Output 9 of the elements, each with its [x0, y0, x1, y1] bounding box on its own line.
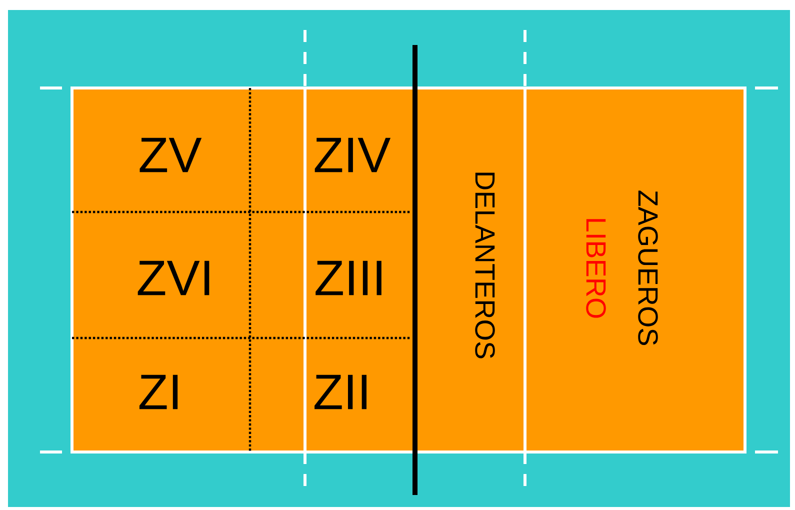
zone-label: ZII [314, 374, 366, 410]
area-label: ZAGUEROS [638, 190, 658, 345]
zone-label: ZI [139, 374, 178, 410]
zone-label: ZIII [316, 260, 382, 296]
zone-label: ZV [140, 138, 202, 172]
area-label: DELANTEROS [475, 172, 495, 358]
area-label: LIBERO [586, 219, 606, 318]
zone-label: ZIV [314, 138, 391, 172]
zone-label: ZVI [138, 260, 210, 296]
